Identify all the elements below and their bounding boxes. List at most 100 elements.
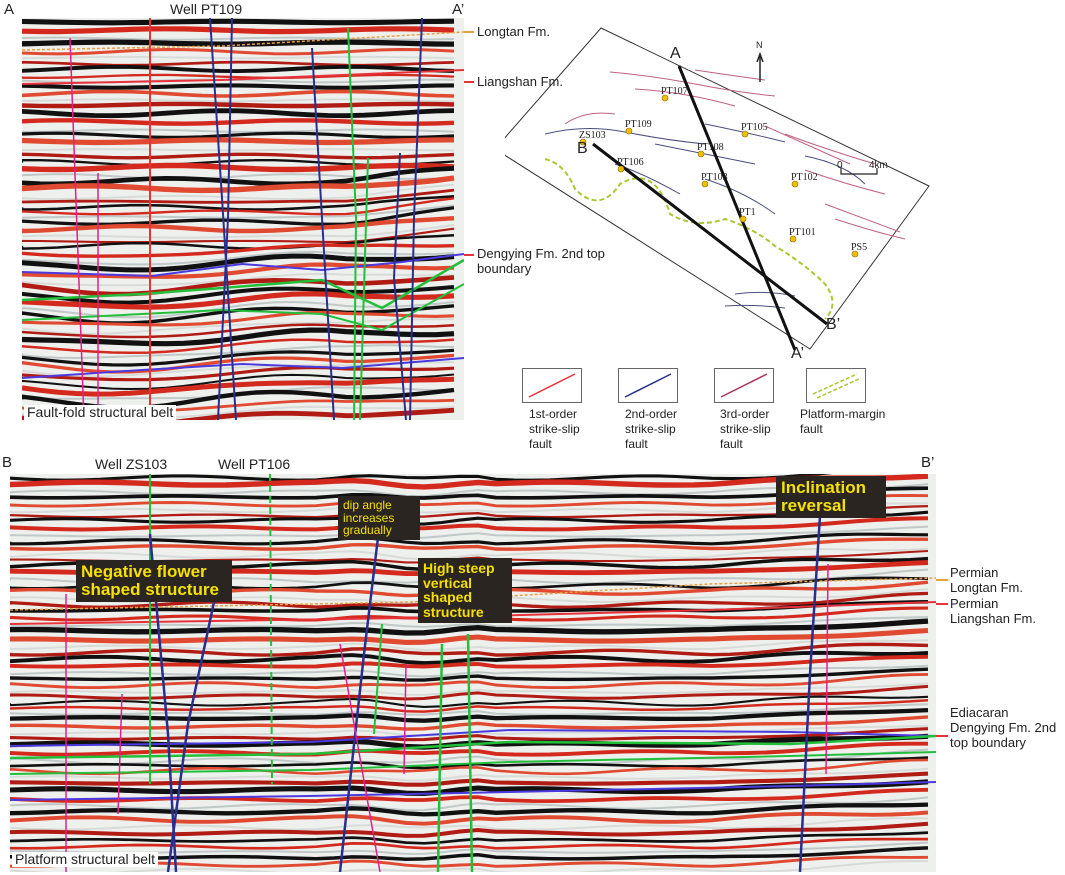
seismic-reflector: [10, 547, 929, 561]
panel-b-well1-label: Well ZS103: [95, 456, 168, 472]
horizon-deep-blue: [10, 781, 936, 801]
horizon-label-dengying-b: Ediacaran Dengying Fm. 2nd top boundary: [950, 705, 1057, 750]
seismic-reflector: [10, 664, 929, 678]
seismic-reflector: [22, 98, 455, 103]
map-scale-start: 0: [837, 160, 843, 171]
fault-2nd-order: [392, 152, 407, 420]
panel-b-right-letter: B’: [921, 454, 935, 471]
seismic-reflector: [10, 817, 929, 831]
map-end-a: A: [670, 45, 681, 62]
map-frame: [494, 27, 930, 350]
seismic-reflector: [22, 83, 455, 90]
horizon-longtan: [22, 31, 464, 51]
fault-green: [359, 157, 369, 420]
seismic-reflector: [10, 516, 929, 532]
callout-inclination-reversal: Inclination reversal: [776, 476, 886, 518]
map-well-marker: [701, 180, 709, 188]
seismic-reflector: [22, 223, 455, 239]
fault-2nd-order: [798, 483, 824, 872]
platform-margin-fault-trace: [544, 158, 834, 320]
map-well-marker: [791, 180, 799, 188]
seismic-reflector: [10, 821, 929, 838]
seismic-reflector: [22, 137, 455, 146]
callout-high-steep: High steep vertical shaped structure: [418, 558, 512, 623]
seismic-reflector: [10, 532, 929, 546]
seismic-reflector: [10, 703, 929, 716]
map-well-label: PT108: [697, 142, 724, 153]
seismic-reflector: [10, 504, 929, 519]
seismic-reflector: [22, 365, 455, 382]
location-map: [494, 14, 1065, 364]
map-end-a-prime: A’: [791, 345, 805, 362]
legend-label-2nd-order: 2nd-order strike-slip fault: [625, 407, 678, 451]
seismic-reflector: [22, 216, 455, 234]
map-well-marker: [579, 138, 587, 146]
seismic-reflector: [10, 494, 929, 508]
seismic-reflector: [10, 767, 929, 782]
fault-pink: [339, 643, 381, 872]
seismic-reflector: [10, 618, 929, 636]
legend-label-3rd-order: 3rd-order strike-slip fault: [720, 407, 771, 451]
seismic-reflector: [10, 707, 929, 723]
callout-dip-angle: dip angle increases gradually: [338, 496, 420, 540]
map-scale-end: 4km: [869, 160, 888, 171]
seismic-reflector: [10, 474, 929, 490]
map-well-label: PT1: [739, 207, 756, 218]
seismic-reflector: [10, 787, 929, 804]
horizon-marker-liangshan-b: [936, 603, 948, 605]
seismic-reflector: [22, 18, 455, 26]
panel-a-belt-label: Fault-fold structural belt: [24, 405, 177, 420]
legend-swatch-2nd-order: [618, 368, 678, 403]
legend-label-platform-margin: Platform-margin fault: [800, 407, 886, 436]
seismic-reflector: [10, 537, 929, 551]
seismic-reflector: [10, 627, 929, 645]
scale-bar: [840, 168, 878, 175]
panel-a-svg: [22, 18, 464, 420]
seismic-reflector: [10, 831, 929, 845]
map-well-label: PT106: [617, 157, 644, 168]
map-well-marker: [661, 94, 669, 102]
seismic-reflector: [10, 667, 929, 682]
map-north-label: N: [756, 40, 763, 50]
map-well-label: PT101: [789, 227, 816, 238]
fault-pink: [825, 563, 829, 775]
seismic-reflector: [10, 860, 928, 872]
seismic-reflector: [10, 756, 929, 770]
well-pt106-trace: [269, 474, 273, 785]
seismic-reflector: [22, 64, 455, 74]
seismic-reflector: [22, 323, 455, 339]
fault-2nd-order: [166, 573, 222, 872]
horizon-label-liangshan-a: Liangshan Fm.: [477, 74, 563, 89]
seismic-reflector: [10, 654, 929, 669]
seismic-reflector: [22, 47, 455, 56]
map-well-label: PS5: [851, 242, 868, 253]
seismic-reflector: [22, 361, 455, 378]
seismic-reflector: [10, 695, 929, 708]
seismic-reflector: [22, 387, 455, 411]
horizon-label-liangshan-b: Permian Liangshan Fm.: [950, 596, 1036, 626]
seismic-reflector: [10, 486, 929, 500]
seismic-reflector: [10, 771, 929, 787]
horizon-green-2: [10, 751, 936, 775]
seismic-reflector: [22, 55, 455, 60]
seismic-reflector: [22, 318, 455, 335]
seismic-reflector: [10, 684, 929, 701]
horizon-green-1: [10, 734, 936, 760]
seismic-reflector: [10, 502, 929, 514]
seismic-reflector: [22, 373, 455, 391]
horizon-label-longtan-a: Longtan Fm.: [477, 24, 550, 39]
map-well-label: PT103: [701, 172, 728, 183]
seismic-reflector: [10, 616, 929, 628]
seismic-reflector: [22, 36, 455, 41]
map-well-label: PT105: [741, 122, 768, 133]
well-pt109-pink: [69, 37, 85, 420]
legend-label-1st-order: 1st-order strike-slip fault: [529, 407, 580, 451]
seismic-reflector: [10, 510, 929, 526]
panel-b-svg: [10, 474, 936, 872]
seismic-reflector: [22, 243, 455, 258]
seismic-reflector: [10, 810, 929, 826]
seismic-reflector: [22, 353, 455, 374]
section-line-aa: [677, 65, 797, 351]
section-line-bb: [592, 142, 828, 326]
fault-green: [466, 633, 474, 872]
